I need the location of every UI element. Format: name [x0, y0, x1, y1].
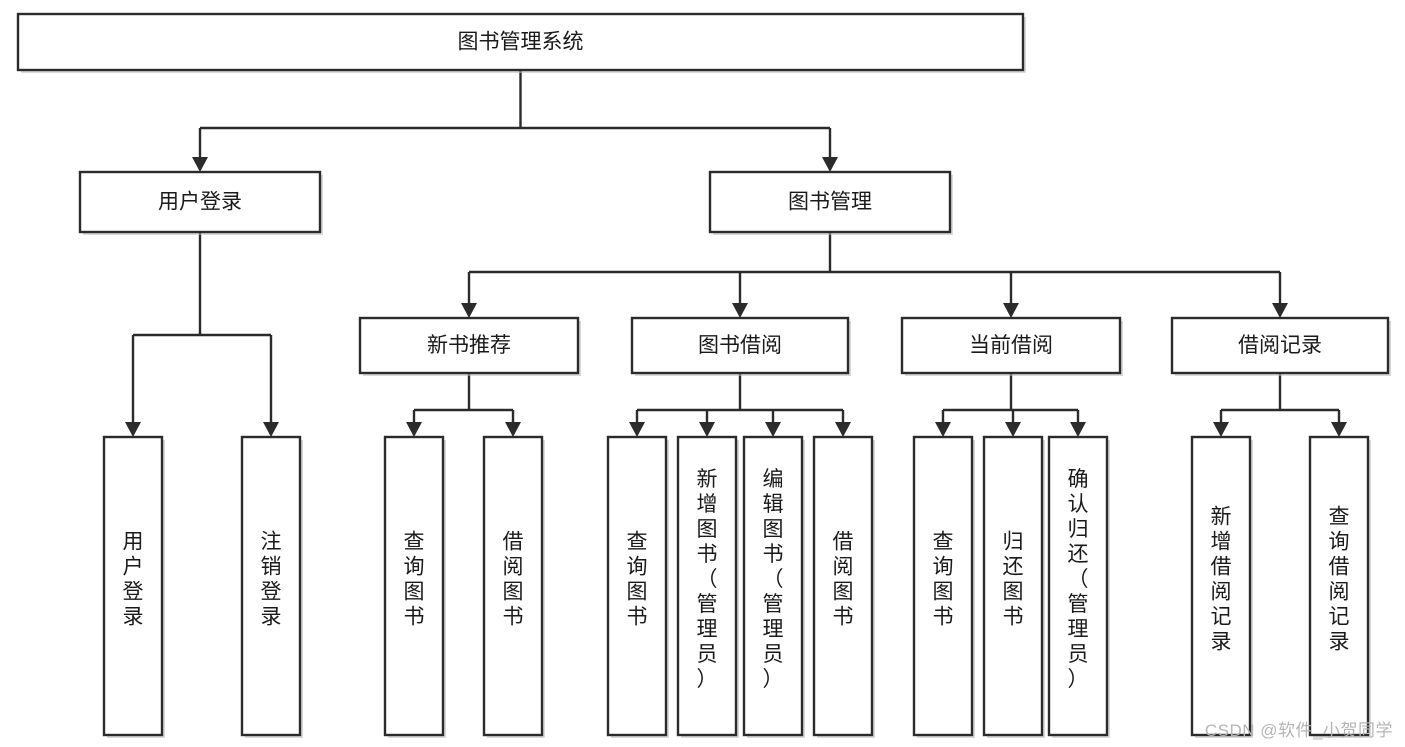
node-leaf-add-book[interactable]: 新增图书（管理员） — [676, 435, 739, 738]
arrow-head-icon — [629, 422, 645, 437]
node-border — [606, 435, 668, 737]
node-leaf-confirm-return[interactable]: 确认归还（管理员） — [1047, 435, 1110, 738]
node-label: 查询图书 — [627, 531, 648, 629]
node-label: 新书推荐 — [427, 334, 511, 357]
node-leaf-query-record[interactable]: 查询借阅记录 — [1308, 435, 1371, 738]
node-leaf-edit-book[interactable]: 编辑图书（管理员） — [742, 435, 805, 738]
arrow-head-icon — [1070, 422, 1086, 437]
node-current-borrow[interactable]: 当前借阅 — [900, 316, 1123, 376]
node-label: 查询图书 — [933, 531, 954, 629]
node-border — [900, 316, 1122, 375]
node-layer: 图书管理系统用户登录图书管理新书推荐图书借阅当前借阅借阅记录用户登录注销登录查询… — [16, 12, 1391, 738]
arrow-head-icon — [461, 303, 477, 318]
node-border — [383, 435, 445, 737]
arrow-head-icon — [765, 422, 781, 437]
node-label: 确认归还（管理员） — [1068, 468, 1089, 691]
arrow-head-icon — [1005, 422, 1021, 437]
arrow-head-icon — [699, 422, 715, 437]
arrow-head-icon — [263, 422, 279, 437]
node-border — [742, 435, 804, 737]
arrow-head-icon — [125, 422, 141, 437]
node-label: 新增借阅记录 — [1211, 506, 1232, 654]
node-label: 借阅记录 — [1238, 334, 1322, 357]
node-leaf-query-book-1[interactable]: 查询图书 — [383, 435, 446, 738]
arrow-head-icon — [835, 422, 851, 437]
node-border — [1190, 435, 1252, 737]
node-label: 当前借阅 — [969, 334, 1053, 357]
arrow-head-icon — [1003, 303, 1019, 318]
node-leaf-query-book-3[interactable]: 查询图书 — [912, 435, 975, 738]
arrow-head-icon — [1272, 303, 1288, 318]
node-label: 查询图书 — [404, 531, 425, 629]
node-border — [812, 435, 874, 737]
node-label: 新增图书（管理员） — [697, 468, 718, 691]
arrow-head-icon — [935, 422, 951, 437]
node-border — [78, 170, 322, 234]
node-label: 图书管理 — [788, 191, 872, 214]
arrow-head-icon — [192, 157, 208, 172]
arrow-head-icon — [406, 422, 422, 437]
node-label: 借阅图书 — [833, 531, 854, 629]
node-label: 编辑图书（管理员） — [763, 468, 784, 691]
node-leaf-query-book-2[interactable]: 查询图书 — [606, 435, 669, 738]
node-border — [1170, 316, 1390, 375]
node-border — [1308, 435, 1370, 737]
node-root-system[interactable]: 图书管理系统 — [16, 12, 1026, 73]
node-label: 归还图书 — [1003, 531, 1024, 629]
node-border — [102, 435, 164, 737]
node-border — [708, 170, 952, 234]
node-leaf-user-login[interactable]: 用户登录 — [102, 435, 165, 738]
node-user-login[interactable]: 用户登录 — [78, 170, 323, 235]
node-border — [482, 435, 544, 737]
node-leaf-logout[interactable]: 注销登录 — [240, 435, 303, 738]
node-label: 注销登录 — [261, 531, 282, 629]
arrow-head-icon — [732, 303, 748, 318]
node-leaf-return-book[interactable]: 归还图书 — [982, 435, 1045, 738]
arrow-head-icon — [505, 422, 521, 437]
node-label: 查询借阅记录 — [1329, 506, 1350, 654]
node-border — [982, 435, 1044, 737]
arrow-head-icon — [822, 157, 838, 172]
connector-layer — [125, 70, 1347, 437]
arrow-head-icon — [1331, 422, 1347, 437]
node-label: 图书管理系统 — [458, 31, 584, 54]
node-border — [676, 435, 738, 737]
node-border — [16, 12, 1025, 72]
node-book-manage[interactable]: 图书管理 — [708, 170, 953, 235]
node-label: 用户登录 — [158, 191, 242, 214]
node-label: 借阅图书 — [503, 531, 524, 629]
node-new-book-recommend[interactable]: 新书推荐 — [358, 316, 581, 376]
node-leaf-borrow-book-1[interactable]: 借阅图书 — [482, 435, 545, 738]
node-border — [630, 316, 850, 375]
node-label: 用户登录 — [123, 531, 144, 629]
node-border — [240, 435, 302, 737]
node-leaf-borrow-book-2[interactable]: 借阅图书 — [812, 435, 875, 738]
node-book-borrow[interactable]: 图书借阅 — [630, 316, 851, 376]
node-border — [358, 316, 580, 375]
node-label: 图书借阅 — [698, 334, 782, 357]
arrow-head-icon — [1213, 422, 1229, 437]
node-borrow-record[interactable]: 借阅记录 — [1170, 316, 1391, 376]
node-border — [912, 435, 974, 737]
node-leaf-add-record[interactable]: 新增借阅记录 — [1190, 435, 1253, 738]
node-border — [1047, 435, 1109, 737]
